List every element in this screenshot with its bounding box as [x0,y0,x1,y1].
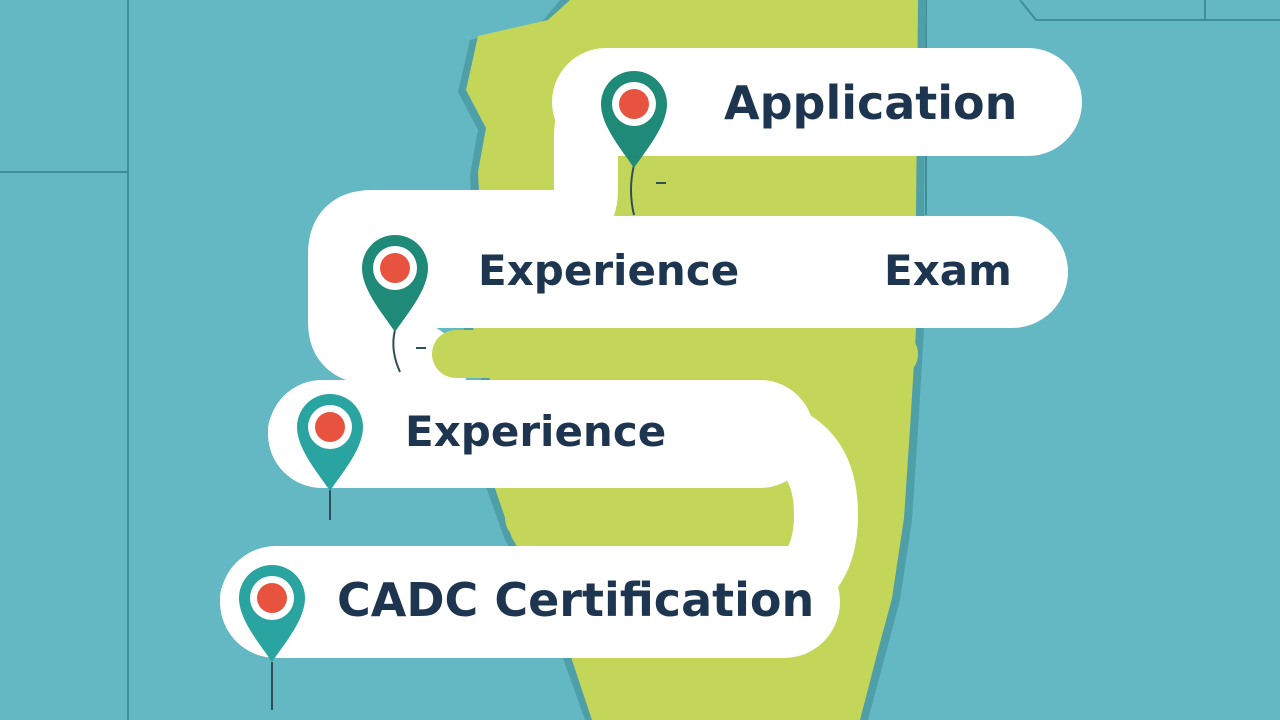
step-label-experience: Experience [478,246,740,295]
step-card-experience-exam [316,216,1068,328]
step-label-experience-second: Experience [405,407,667,456]
map-pin-icon [362,235,428,332]
step-label-exam: Exam [884,246,1012,295]
step-card-application [552,48,1082,156]
step-card-cadc-certification [220,546,840,658]
connector-2 [432,330,918,378]
connector-1 [676,160,916,214]
step-label-application: Application [724,76,1018,130]
map-pin-icon [601,71,667,168]
map-pin-icon [297,394,363,491]
step-label-cadc-certification: CADC Certification [337,573,815,627]
step-card-experience [268,380,814,488]
connector-3 [505,490,741,544]
pin-strings [271,164,666,710]
map-pin-icon [239,565,305,662]
